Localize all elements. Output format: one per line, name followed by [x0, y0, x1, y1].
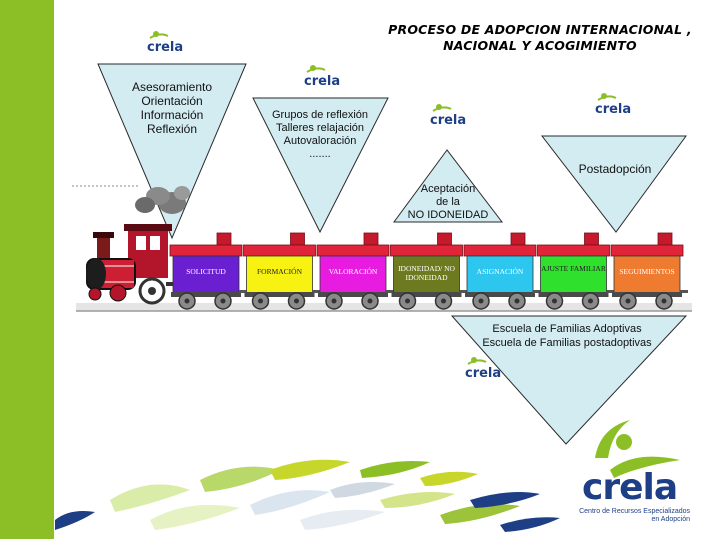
- wagon-body: [172, 255, 240, 295]
- wagon-label: SEGUIMIENTOS: [619, 267, 675, 276]
- wagon-base: [612, 292, 682, 297]
- triangle-postadoption: [540, 135, 687, 233]
- wagon-wheel-hub: [625, 298, 631, 304]
- triangle-advice: [97, 63, 247, 240]
- wagon-chimney: [510, 232, 526, 246]
- crela-logo-small: crela: [465, 366, 502, 381]
- triangle-advice-text: Asesoramiento Orientación Información Re…: [131, 80, 213, 136]
- wagon-wheel-hub: [588, 298, 593, 304]
- wagon-wheel-hub: [441, 298, 446, 304]
- wagon-chimney: [216, 232, 232, 246]
- title-line-1: PROCESO DE ADOPCION INTERNACIONAL ,: [388, 22, 692, 37]
- crela-big-logo-icon: [595, 420, 680, 478]
- wagon-coupler: [606, 290, 615, 293]
- wagon-wheel-hub: [514, 298, 520, 304]
- wagon-body: [613, 255, 681, 295]
- crela-logo-icon: [149, 31, 169, 39]
- crela-logo-icon: [467, 357, 487, 365]
- wagon-base: [244, 292, 315, 297]
- wagon-chimney: [363, 232, 379, 246]
- decorative-swooshes: [55, 459, 560, 532]
- wagon-body: [393, 255, 460, 295]
- wagon-body: [540, 255, 607, 295]
- wagon-label: IDONEIDAD/ NO IDONEIDAD: [398, 264, 455, 282]
- wagon-base: [318, 292, 388, 297]
- wagon-coupler: [239, 290, 247, 293]
- wagon-base: [538, 292, 609, 297]
- wagon-wheel-hub: [258, 298, 263, 304]
- wagon-wheel-hub: [331, 298, 337, 304]
- left-accent-bar: [0, 0, 54, 539]
- triangle-acceptance-text: Aceptación de la NO IDONEIDAD: [407, 183, 489, 221]
- wagon-label: AJUSTE FAMILIAR: [541, 264, 606, 273]
- wagon-roof: [463, 244, 537, 257]
- wagon-chimney: [657, 232, 673, 246]
- locomotive: [86, 186, 190, 305]
- wagon-coupler: [386, 290, 394, 293]
- triangle-acceptance: [393, 149, 504, 223]
- wagon-body: [246, 255, 313, 295]
- wagon-body: [466, 255, 534, 295]
- wagon-wheel-hub: [405, 298, 410, 304]
- triangle-schools: [450, 315, 688, 445]
- wagon-wheel-hub: [184, 298, 190, 304]
- wagon-coupler: [533, 290, 541, 293]
- crela-logo-small: crela: [304, 74, 341, 89]
- triangle-groups: [252, 97, 389, 234]
- crela-logo-small: crela: [595, 102, 632, 117]
- wagon-coupler: [459, 290, 468, 293]
- wagon-chimney: [437, 232, 452, 246]
- wagon-wheel-hub: [294, 298, 299, 304]
- wagon-base: [391, 292, 462, 297]
- wagon-label: FORMACIÓN: [256, 267, 302, 276]
- wagon-base: [465, 292, 535, 297]
- wagon-label: ASIGNACIÓN: [476, 267, 524, 276]
- wagon-wheel-hub: [367, 298, 373, 304]
- wagon-wheel-hub: [661, 298, 667, 304]
- crela-mini-logos: [149, 31, 617, 365]
- wagon-roof: [243, 244, 316, 257]
- wagon-label: SOLICITUD: [186, 267, 226, 276]
- wagon-coupler: [680, 290, 688, 293]
- wagon-label: VALORACIÓN: [328, 267, 378, 276]
- crela-logo-icon: [597, 93, 617, 101]
- wagon-roof: [610, 244, 684, 257]
- wagon-roof: [169, 244, 243, 257]
- wagon-wheel-hub: [220, 298, 226, 304]
- crela-logo-small: crela: [430, 113, 467, 128]
- crela-logo-icon: [306, 65, 326, 73]
- wagons: [169, 232, 688, 310]
- crela-logo-subtitle: Centro de Recursos Especializados en Ado…: [579, 508, 690, 523]
- crela-logo-small: crela: [147, 40, 184, 55]
- crela-logo-icon: [432, 104, 452, 112]
- wagon-roof: [316, 244, 390, 257]
- wagon-chimney: [584, 232, 599, 246]
- triangle-postadoption-text: Postadopción: [578, 162, 652, 176]
- wagon-roof: [390, 244, 463, 257]
- wagon-roof: [537, 244, 610, 257]
- triangle-schools-text: Escuela de Familias Adoptivas Escuela de…: [482, 323, 652, 349]
- wagon-chimney: [290, 232, 305, 246]
- title-line-2: NACIONAL Y ACOGIMIENTO: [443, 38, 637, 53]
- wagon-coupler: [312, 290, 321, 293]
- triangle-groups-text: Grupos de reflexión Talleres relajación …: [272, 109, 368, 160]
- wagon-base: [171, 292, 241, 297]
- wagon-wheel-hub: [552, 298, 557, 304]
- wagon-wheel-hub: [478, 298, 484, 304]
- train-rail: [76, 303, 692, 312]
- crela-logo-large: crela: [582, 467, 678, 508]
- slide-title: PROCESO DE ADOPCION INTERNACIONAL , NACI…: [380, 22, 700, 54]
- wagon-body: [319, 255, 387, 295]
